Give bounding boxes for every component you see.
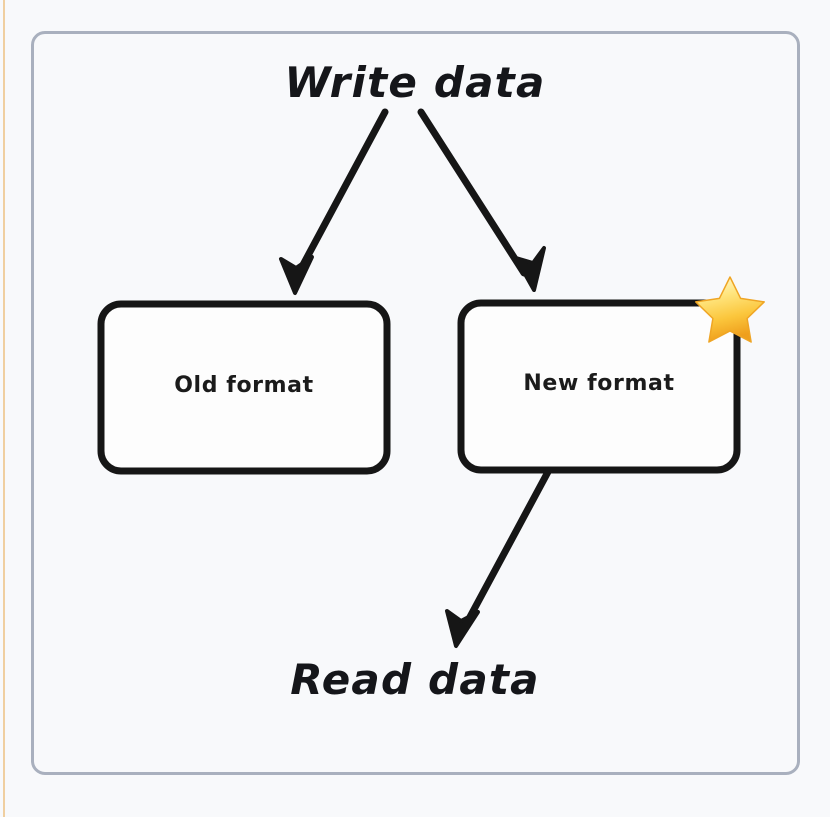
left-accent-strip	[3, 0, 5, 817]
node-label-new-format: New format	[523, 371, 675, 396]
write-data-title: Write data	[284, 58, 546, 107]
node-label-old-format: Old format	[174, 373, 314, 398]
read-data-title: Read data	[290, 655, 540, 704]
diagram-frame-border	[31, 31, 800, 775]
